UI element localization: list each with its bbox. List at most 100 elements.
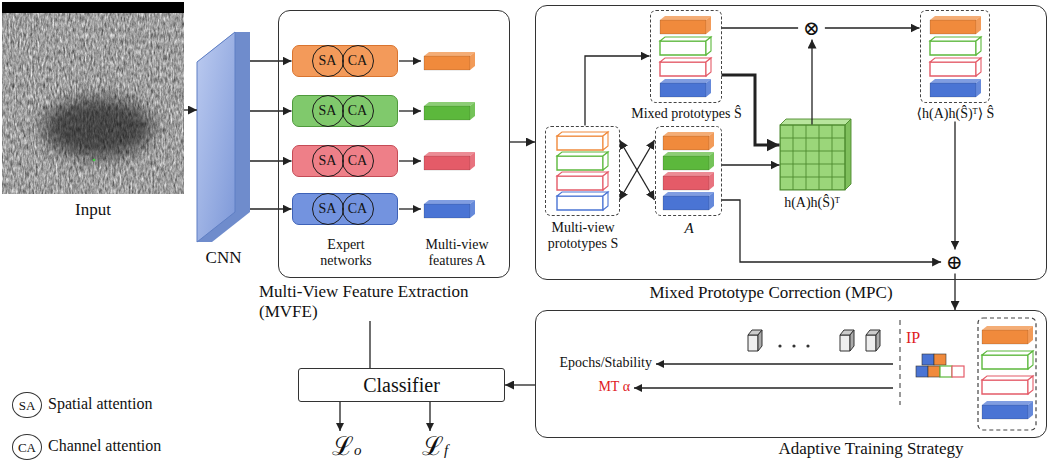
legend-label: Spatial attention (48, 395, 152, 413)
node-label: Expert networks (306, 237, 386, 269)
feature-bar (424, 200, 475, 218)
connector (954, 274, 955, 311)
attention-circle: CA (342, 95, 374, 127)
node-label: Classifier (363, 375, 440, 395)
model-icon (866, 330, 880, 351)
feature-bar (663, 152, 714, 170)
node-label: SA (19, 399, 36, 412)
matrix-grid (780, 125, 845, 190)
connector (620, 140, 655, 200)
prototype-bar (660, 37, 711, 55)
prototype-set: Mixed prototypes Ŝ (650, 10, 722, 103)
node-label: CNN (175, 248, 272, 268)
node-label: CA (18, 441, 36, 454)
connector (811, 40, 812, 125)
strategy-arrow (634, 387, 893, 388)
ultrasound-image (2, 2, 184, 194)
connector (184, 109, 197, 110)
prototype-bar (930, 16, 981, 34)
node-label: Mixed prototypes Ŝ (622, 106, 752, 122)
cube-stack (916, 354, 964, 377)
prototype-bar (660, 16, 711, 34)
feature-set: A (655, 126, 722, 216)
image-ground (2, 2, 184, 194)
prototype-bar (557, 152, 608, 170)
module-panel: Adaptive Training Strategy (535, 310, 1047, 438)
feature-bar (424, 152, 475, 170)
feature-bar (982, 326, 1033, 344)
image-speckle (2, 2, 184, 194)
feature-bar (982, 351, 1033, 369)
node-label: ⟨h(A)h(Ŝ)ᵀ⟩ Ŝ (891, 106, 1021, 122)
module-title: Mixed Prototype Correction (MPC) (621, 283, 921, 303)
image-header (2, 2, 184, 13)
expert-network: SACA (292, 193, 398, 225)
node-label: Multi-view prototypes S (531, 220, 636, 252)
matrix-side (845, 119, 851, 190)
attention-circle: CA (342, 145, 374, 177)
attention-circle: SA (312, 45, 344, 77)
connector (510, 141, 535, 142)
prototype-bar (557, 132, 608, 150)
connector (620, 140, 655, 200)
connector (722, 27, 799, 28)
loss-arrow (339, 402, 340, 431)
expert-network: SACA (292, 95, 398, 127)
loss-label: ℒo (332, 434, 362, 463)
operator-symbol: ⊗ (798, 16, 825, 40)
operator-symbol: ⊕ (941, 250, 968, 274)
node-label: ⊗ (803, 18, 820, 38)
connector (505, 384, 535, 385)
node-label: A (656, 220, 723, 237)
feature-bar (663, 192, 714, 210)
attention-circle: SA (312, 95, 344, 127)
prototype-bar (557, 192, 608, 210)
lesion-shadow (43, 98, 153, 158)
feature-arrow (399, 160, 421, 161)
marker-label: IP (906, 329, 920, 347)
prototype-set: Multi-view prototypes S (545, 126, 620, 216)
prototype-bar (660, 79, 711, 97)
loss-arrow (429, 402, 430, 431)
expert-network: SACA (292, 145, 398, 177)
ellipsis-dot (806, 344, 809, 347)
ellipsis-dot (778, 344, 781, 347)
connector (722, 164, 780, 165)
attention-circle: CA (342, 193, 374, 225)
node-label: h(A)h(Ŝ)ᵀ (760, 195, 865, 211)
prototype-set: ⟨h(A)h(Ŝ)ᵀ⟩ Ŝ (920, 10, 990, 103)
cnn-face (197, 32, 235, 242)
node-label: ⊕ (946, 252, 963, 272)
prototype-bar (930, 58, 981, 76)
node-label: Input (2, 200, 184, 220)
feature-group (978, 318, 1036, 430)
feature-arrow (399, 60, 421, 61)
expert-network: SACA (292, 45, 398, 77)
connector (954, 122, 955, 250)
feature-arrow (399, 110, 421, 111)
attention-circle: SA (312, 145, 344, 177)
module-panel: Expert networksMulti-view features AMult… (278, 10, 510, 278)
prototype-bar (660, 58, 711, 76)
feature-bar (982, 376, 1033, 394)
feature-bar (424, 102, 475, 120)
cnn-side (197, 32, 250, 242)
connector (369, 321, 370, 368)
prototype-bar (557, 172, 608, 190)
arrow-label: MT α (598, 379, 630, 395)
matrix-top (780, 119, 851, 125)
connector (250, 110, 292, 111)
legend-symbol: CA (12, 434, 43, 460)
prototype-bar (930, 79, 981, 97)
connector (250, 60, 292, 61)
feature-bar (982, 401, 1033, 419)
legend-symbol: SA (12, 392, 41, 418)
similarity-matrix: h(A)h(Ŝ)ᵀ (780, 125, 845, 190)
arrow-label: Epochs/Stability (559, 355, 652, 371)
prototype-bar (930, 37, 981, 55)
attention-circle: CA (342, 45, 374, 77)
image-marker (93, 159, 96, 162)
connector (250, 160, 292, 161)
feature-arrow (399, 208, 421, 209)
